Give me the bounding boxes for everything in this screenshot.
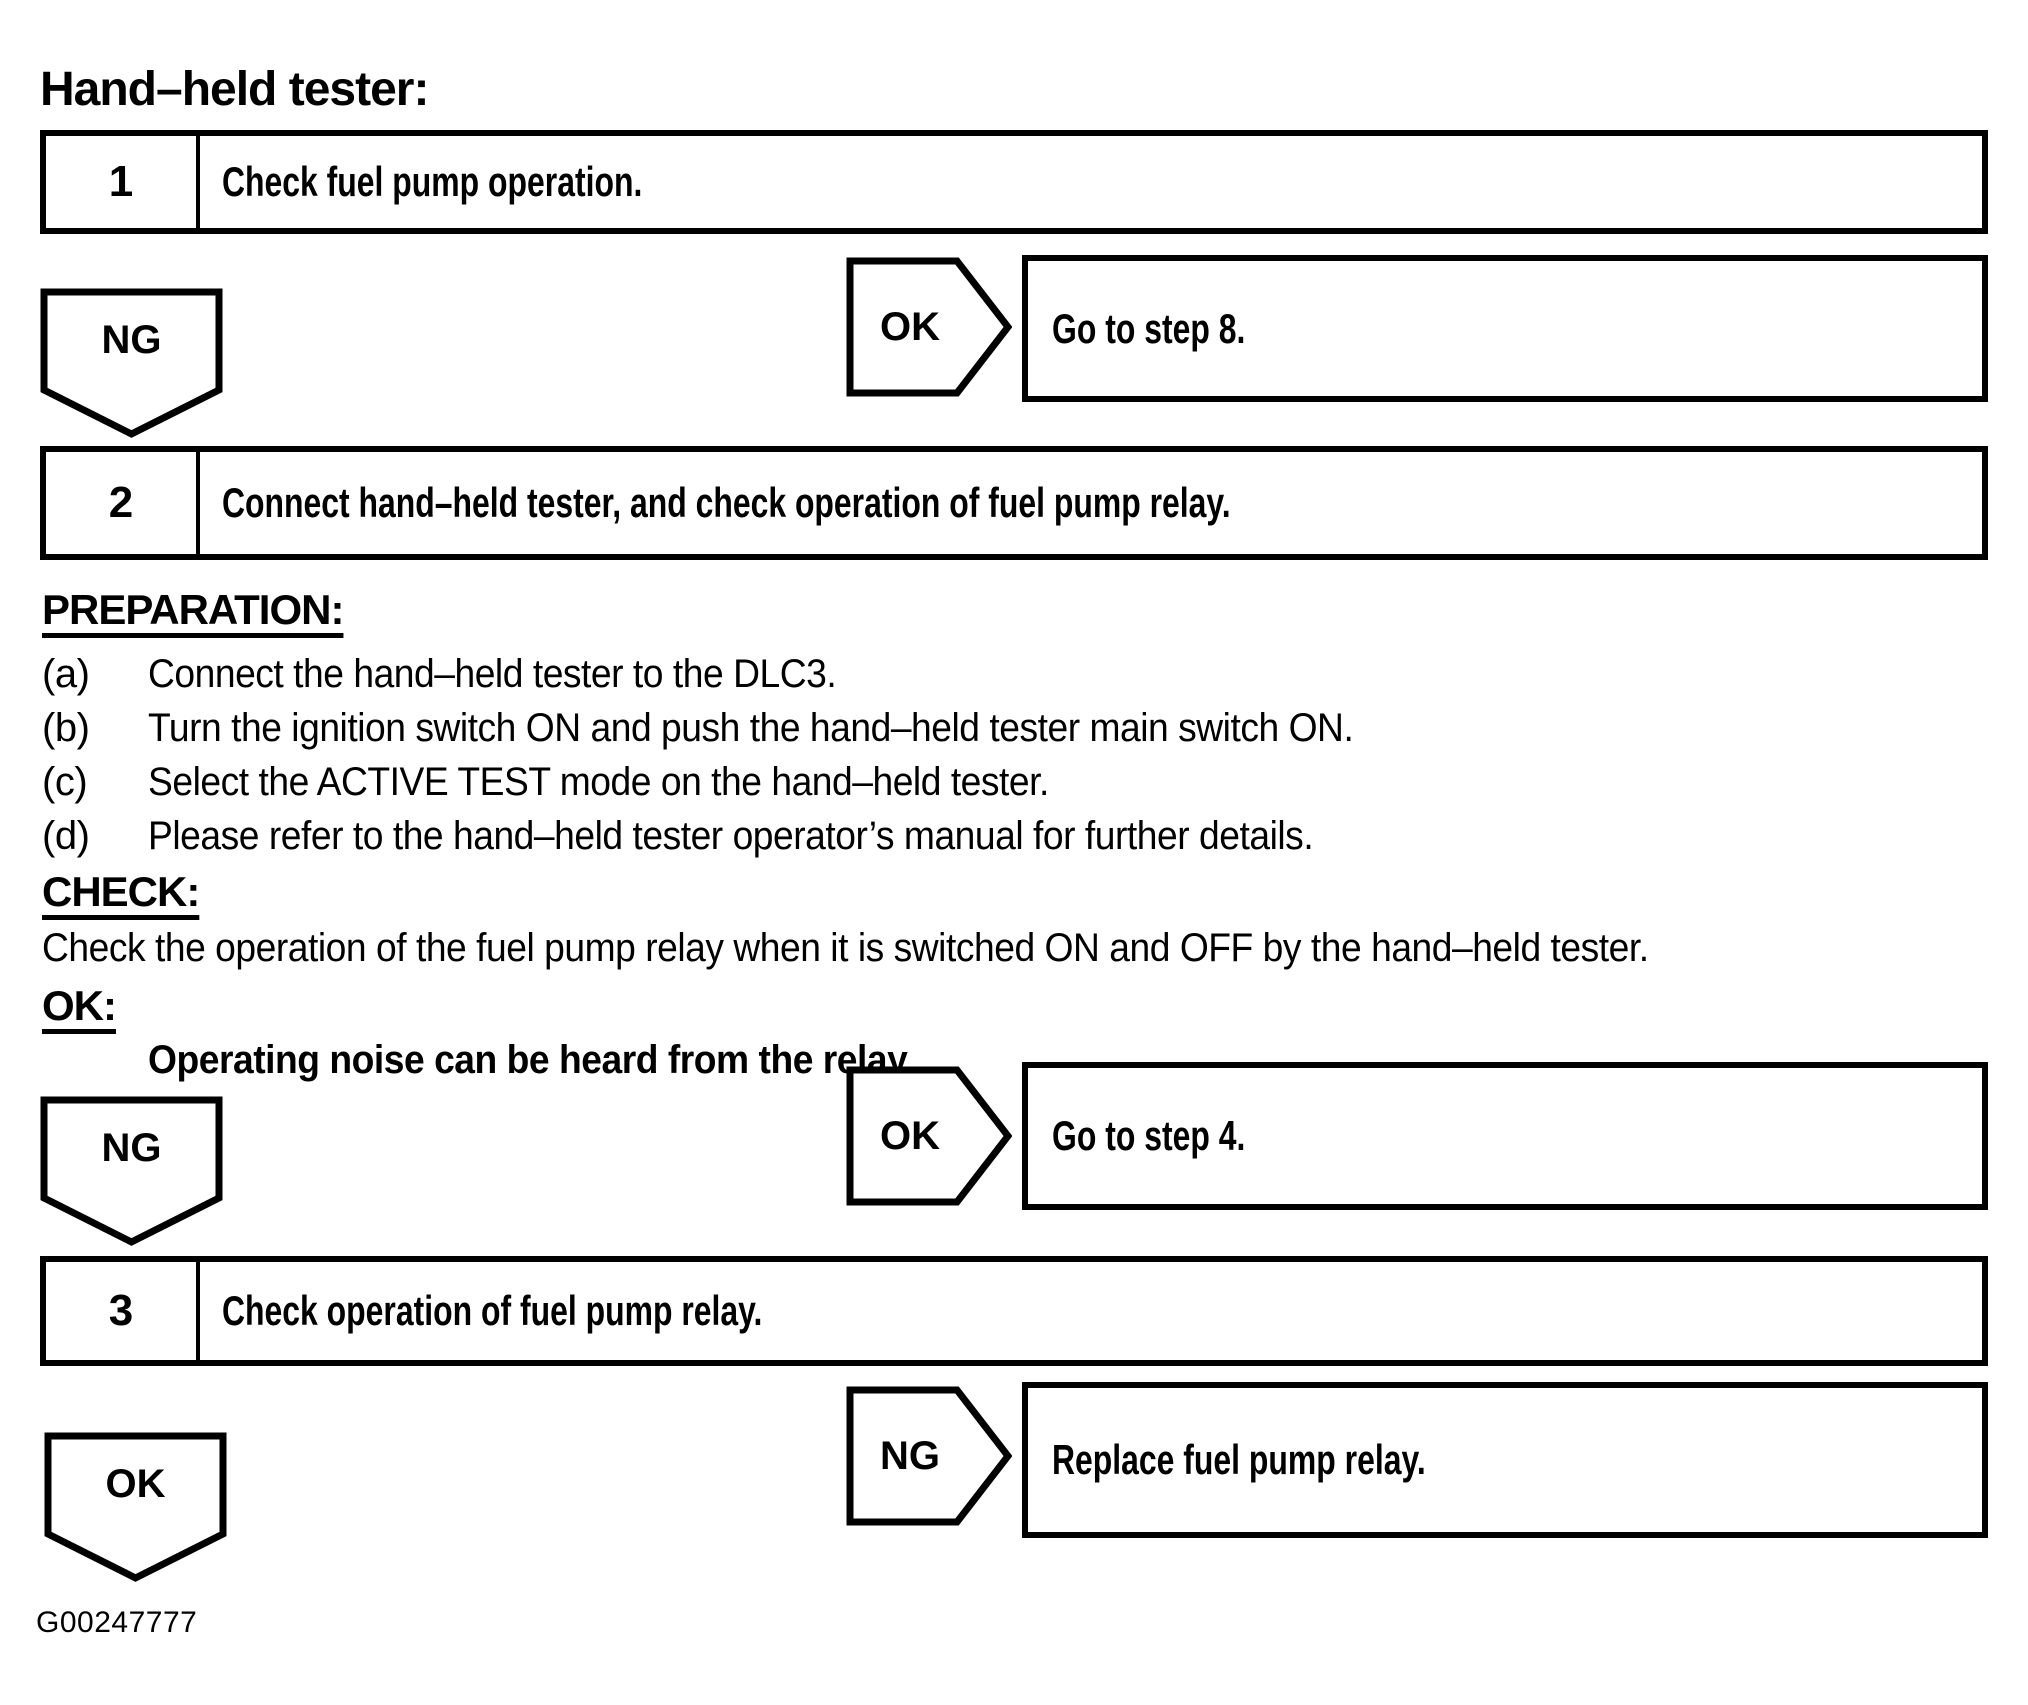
page-title: Hand–held tester: xyxy=(40,63,429,116)
branch-action-box: Replace fuel pump relay. xyxy=(1022,1382,1988,1538)
pentagon-down-shape xyxy=(40,1096,223,1246)
step-number: 1 xyxy=(46,136,200,228)
branch-action-text: Go to step 8. xyxy=(1052,304,1246,352)
ok-text-content: Operating noise can be heard from the re… xyxy=(148,1038,915,1082)
item-text: Select the ACTIVE TEST mode on the hand–… xyxy=(148,760,1049,804)
item-label: (c) xyxy=(42,760,88,804)
branch-side-label: NG xyxy=(880,1433,940,1478)
step-title-text: Connect hand–held tester, and check oper… xyxy=(222,479,1231,526)
figure-code: G00247777 xyxy=(36,1606,198,1639)
step-number: 2 xyxy=(46,452,200,554)
preparation-heading: PREPARATION: xyxy=(42,586,344,633)
branch-side-arrow: OK xyxy=(846,257,1012,397)
step-title: Check operation of fuel pump relay. xyxy=(200,1262,1982,1360)
item-text: Please refer to the hand–held tester ope… xyxy=(148,814,1314,858)
step-title-text: Check fuel pump operation. xyxy=(222,158,643,205)
preparation-item: (d) Please refer to the hand–held tester … xyxy=(42,814,1401,859)
branch-action-box: Go to step 4. xyxy=(1022,1062,1988,1210)
branch-down-label: NG xyxy=(101,317,162,362)
branch-side-label: OK xyxy=(880,304,940,349)
step-row-3: 3 Check operation of fuel pump relay. xyxy=(40,1256,1988,1366)
check-text-content: Check the operation of the fuel pump rel… xyxy=(42,926,1649,970)
step-number: 3 xyxy=(46,1262,200,1360)
item-text: Turn the ignition switch ON and push the… xyxy=(148,706,1354,750)
item-label: (b) xyxy=(42,706,90,750)
pentagon-down-shape xyxy=(44,1432,227,1582)
arrow-right-shape xyxy=(846,1066,1012,1206)
check-heading: CHECK: xyxy=(42,868,200,915)
item-label: (d) xyxy=(42,814,90,858)
branch-down-label: NG xyxy=(101,1125,162,1170)
item-text: Connect the hand–held tester to the DLC3… xyxy=(148,652,837,696)
item-label: (a) xyxy=(42,652,90,696)
branch-side-arrow: OK xyxy=(846,1066,1012,1206)
branch-down-pentagon: NG xyxy=(40,1096,223,1246)
branch-action-text: Go to step 4. xyxy=(1052,1112,1246,1159)
pentagon-down-shape xyxy=(40,288,223,438)
branch-down-pentagon: OK xyxy=(44,1432,227,1582)
branch-down-pentagon: NG xyxy=(40,288,223,438)
branch-action-box: Go to step 8. xyxy=(1022,255,1988,402)
branch-side-arrow: NG xyxy=(846,1386,1012,1526)
ok-text: Operating noise can be heard from the re… xyxy=(148,1038,972,1083)
branch-side-label: OK xyxy=(880,1113,940,1158)
preparation-item: (c) Select the ACTIVE TEST mode on the ha… xyxy=(42,760,1117,805)
step-title-text: Check operation of fuel pump relay. xyxy=(222,1287,763,1334)
ok-heading: OK: xyxy=(42,982,117,1029)
preparation-item: (b) Turn the ignition switch ON and push … xyxy=(42,706,1444,751)
branch-action-text: Replace fuel pump relay. xyxy=(1052,1436,1426,1483)
step-title: Connect hand–held tester, and check oper… xyxy=(200,452,1982,554)
arrow-right-shape xyxy=(846,1386,1012,1526)
branch-down-label: OK xyxy=(105,1461,166,1506)
arrow-right-shape xyxy=(846,257,1012,397)
step-row-1: 1 Check fuel pump operation. xyxy=(40,130,1988,234)
check-text: Check the operation of the fuel pump rel… xyxy=(42,926,1770,971)
preparation-item: (a) Connect the hand–held tester to the D… xyxy=(42,652,888,697)
step-row-2: 2 Connect hand–held tester, and check op… xyxy=(40,446,1988,560)
step-title: Check fuel pump operation. xyxy=(200,136,1982,228)
